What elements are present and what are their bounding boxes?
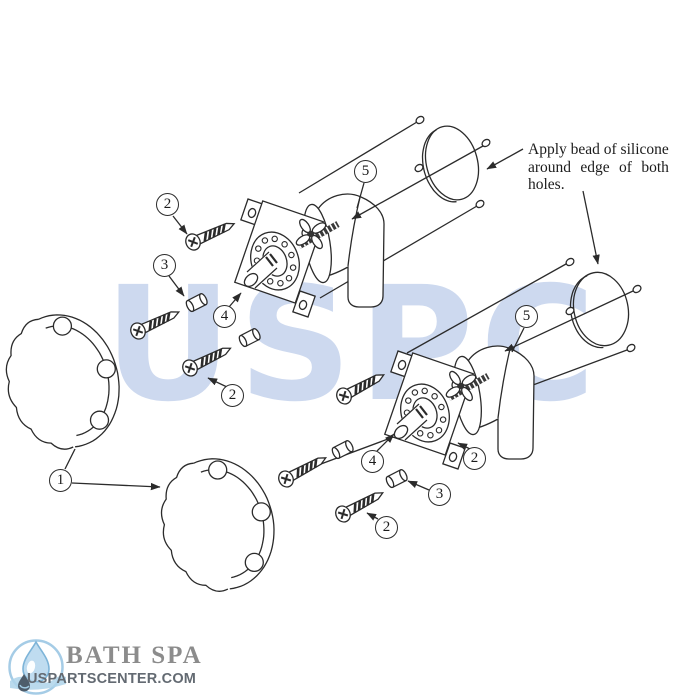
escutcheon-2 — [160, 458, 275, 592]
screw-1 — [181, 214, 239, 254]
screw-3 — [178, 339, 236, 380]
callout-1-escutcheon: 1 — [49, 469, 72, 492]
annotation-line: holes. — [528, 176, 565, 194]
annotation-line: around edge of both — [528, 158, 669, 176]
bushing-4 — [384, 467, 410, 490]
callout-2-screw-bottom: 2 — [375, 516, 398, 539]
escutcheon-tab — [244, 552, 264, 573]
jet-assembly-2 — [385, 346, 534, 469]
brand-name: BATH SPA — [66, 642, 203, 669]
screw-5 — [274, 449, 331, 491]
bushing-2 — [237, 326, 263, 349]
site-url: USPARTSCENTER.COM — [27, 671, 197, 687]
bushing-3 — [330, 438, 356, 461]
escutcheon-tab — [208, 460, 228, 480]
gasket-2 — [569, 271, 630, 349]
bathspa-logo-icon — [8, 639, 66, 695]
screw-4 — [332, 366, 389, 408]
escutcheon-tab — [52, 316, 73, 336]
callout-4-shaft-bottom: 4 — [361, 450, 384, 473]
callout-5-body-bottom: 5 — [515, 305, 538, 328]
bushing-1 — [184, 291, 210, 314]
callout-4-shaft-top: 4 — [213, 305, 236, 328]
callout-2-plate-hole: 2 — [463, 447, 486, 470]
callout-3-bushing-bottom: 3 — [428, 483, 451, 506]
screw-2 — [126, 303, 184, 343]
annotation-leaders — [486, 148, 600, 265]
callout-5-body-top: 5 — [354, 160, 377, 183]
wall-screw-holes — [414, 115, 642, 353]
callout-leaders — [64, 182, 525, 521]
callout-2-screw-mid: 2 — [221, 384, 244, 407]
escutcheon-tab — [96, 359, 116, 379]
jet-assembly-1 — [235, 194, 384, 317]
callout-3-bushing-top: 3 — [153, 254, 176, 277]
gasket-1 — [421, 125, 480, 203]
escutcheon-tab — [251, 502, 271, 522]
axis-arrow-1 — [351, 145, 484, 220]
annotation-line: Apply bead of silicone — [528, 141, 669, 158]
axis-arrow-2 — [504, 290, 634, 352]
silicone-annotation: Apply bead of silicone around edge of bo… — [528, 141, 696, 194]
escutcheon-tab — [89, 410, 110, 430]
escutcheon-1 — [5, 314, 120, 450]
callout-2-screw-top: 2 — [156, 193, 179, 216]
